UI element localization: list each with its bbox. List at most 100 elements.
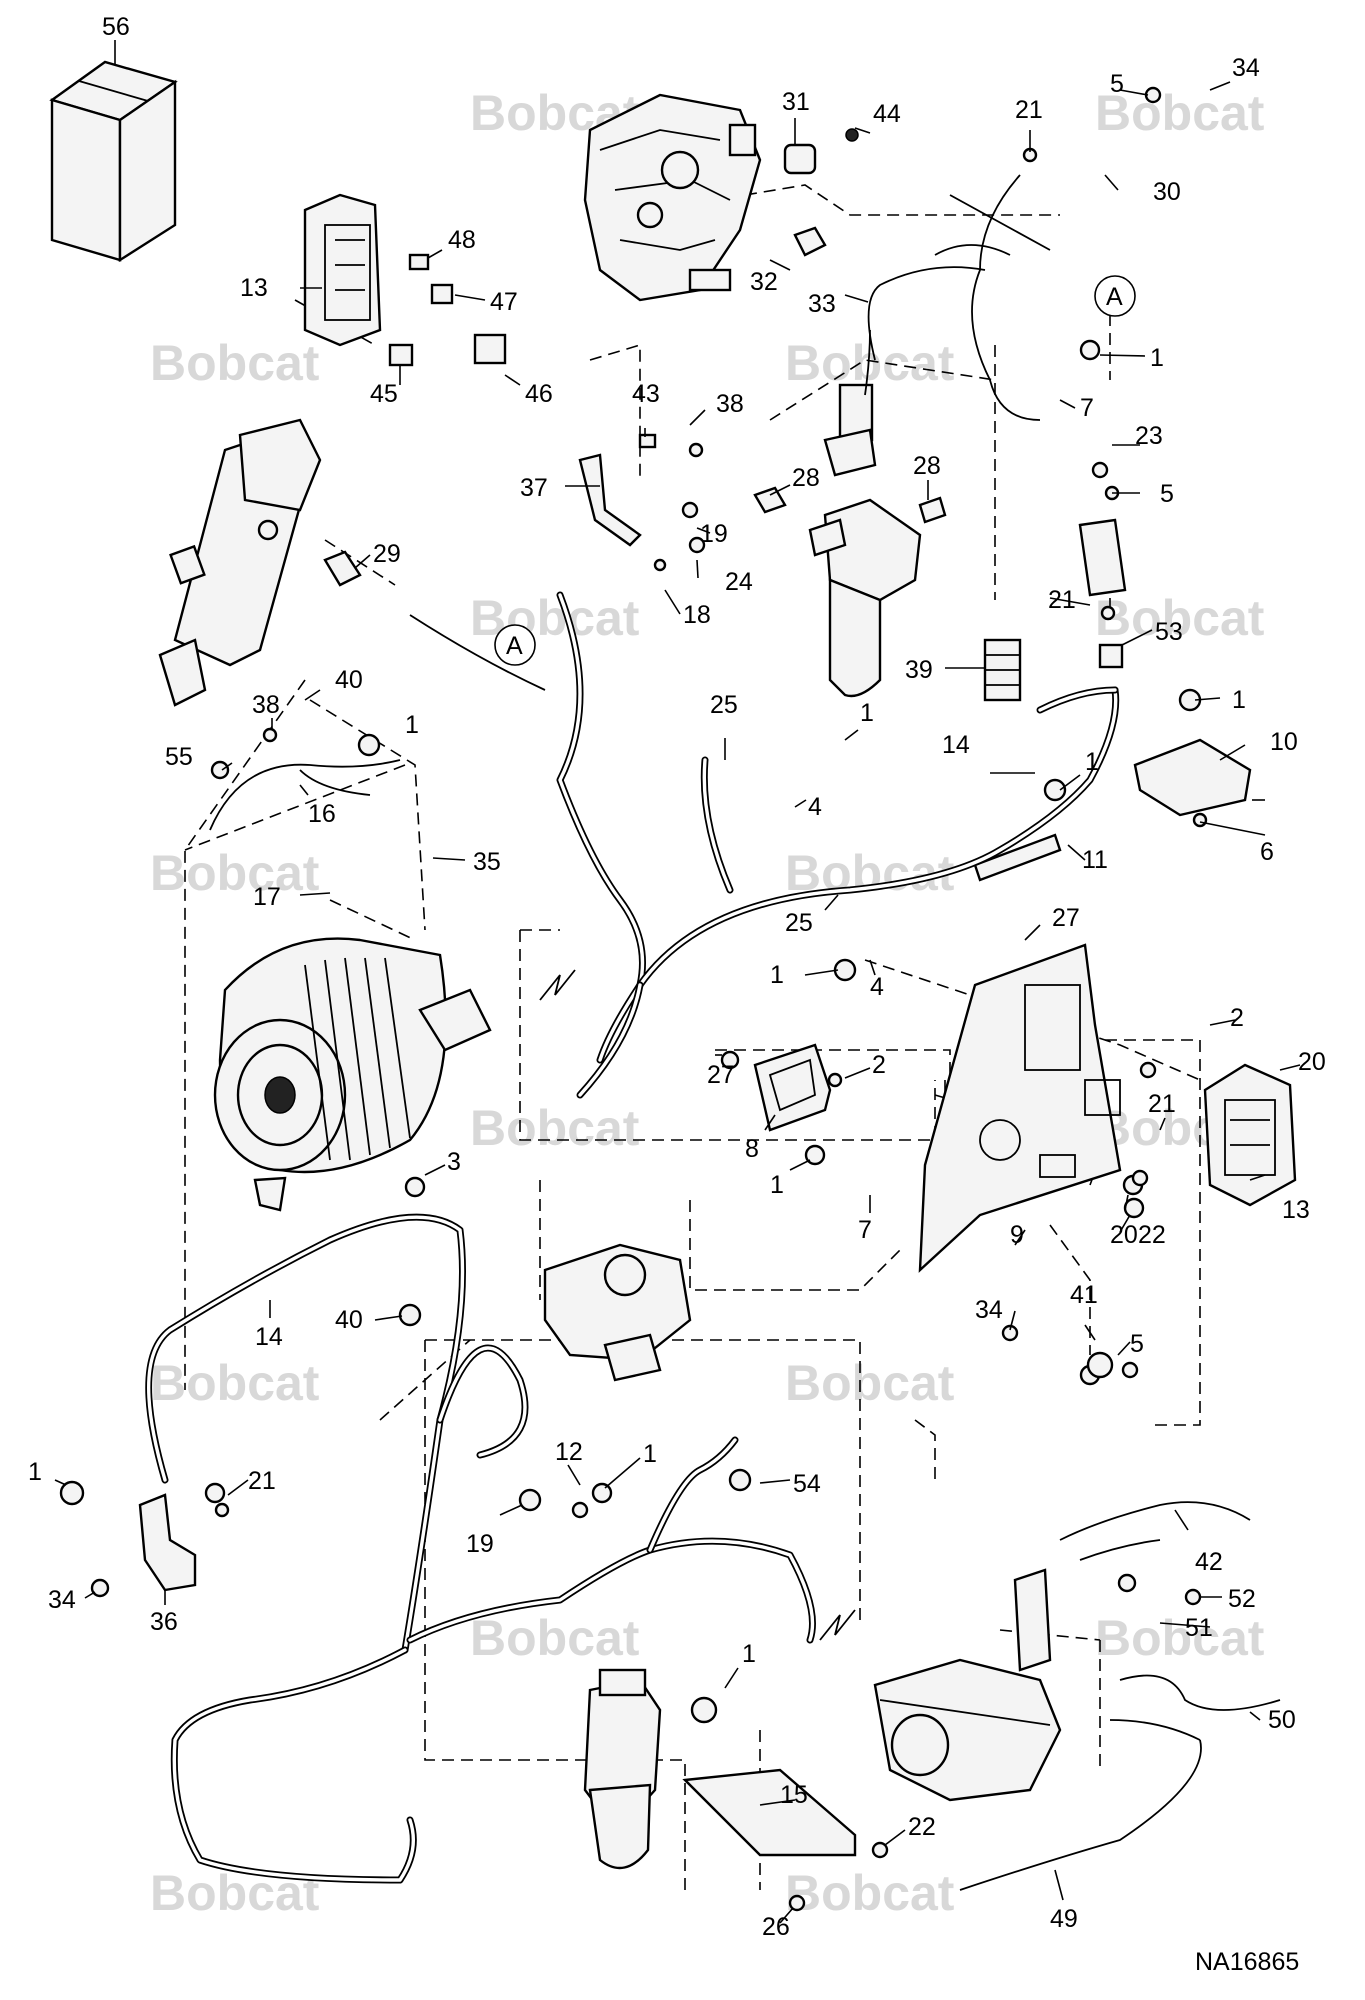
callout-1-h: 1 — [643, 1440, 657, 1468]
callout-5: 5 — [1110, 70, 1124, 98]
bracket-icon — [1133, 738, 1252, 817]
callout-34: 34 — [1232, 54, 1260, 82]
harness-49-50 — [959, 1674, 1281, 1891]
callout-1-e: 1 — [1085, 748, 1099, 776]
starter-motor-icon — [873, 1568, 1062, 1802]
callout-50: 50 — [1268, 1706, 1296, 1734]
callout-6: 6 — [1260, 838, 1274, 866]
callout-37: 37 — [520, 474, 548, 502]
cover-plate-icon — [682, 1768, 857, 1857]
callout-17: 17 — [253, 883, 281, 911]
reference-a-top: A — [1094, 275, 1136, 317]
callout-34-b: 34 — [975, 1296, 1003, 1324]
callout-34-c: 34 — [48, 1586, 76, 1614]
callout-52: 52 — [1228, 1585, 1256, 1613]
watermark-layer: Bobcat Bobcat Bobcat Bobcat Bobcat Bobca… — [150, 85, 1265, 1921]
callout-24: 24 — [725, 568, 753, 596]
callout-51: 51 — [1185, 1614, 1213, 1642]
fasteners — [59, 86, 1208, 1912]
callout-29: 29 — [373, 540, 401, 568]
callout-38: 38 — [716, 390, 744, 418]
callout-3: 3 — [447, 1148, 461, 1176]
connector-bar-icon — [973, 833, 1062, 882]
callout-22: 22 — [1138, 1221, 1166, 1249]
callout-11: 11 — [1082, 846, 1108, 874]
reference-a-mid: A — [494, 624, 536, 666]
harness-a-link — [409, 614, 546, 691]
callout-40: 40 — [335, 666, 363, 694]
sensor-icon — [323, 550, 362, 587]
callout-31: 31 — [782, 88, 810, 116]
callout-19: 19 — [700, 520, 728, 548]
callout-1-d: 1 — [405, 711, 419, 739]
callout-13: 13 — [240, 274, 268, 302]
callout-1-b: 1 — [860, 699, 874, 727]
callout-1-j: 1 — [742, 1640, 756, 1668]
callout-27-b: 27 — [707, 1061, 735, 1089]
callout-46: 46 — [525, 380, 553, 408]
watermark: Bobcat — [470, 1610, 640, 1666]
relay-block-icon — [983, 638, 1124, 702]
callout-28-right: 28 — [913, 452, 941, 480]
callout-8: 8 — [745, 1135, 759, 1163]
callout-1: 1 — [1150, 344, 1164, 372]
callout-21-c: 21 — [248, 1467, 276, 1495]
bracket-icon — [578, 433, 657, 547]
callout-36: 36 — [150, 1608, 178, 1636]
watermark: Bobcat — [1095, 1610, 1265, 1666]
callout-20: 20 — [1298, 1048, 1326, 1076]
callout-42: 42 — [1195, 1548, 1223, 1576]
callout-45: 45 — [370, 380, 398, 408]
watermark: Bobcat — [785, 1865, 955, 1921]
callout-14-b: 14 — [255, 1323, 283, 1351]
alternator-icon — [213, 937, 492, 1212]
harness-33 — [864, 174, 1051, 421]
watermark: Bobcat — [150, 335, 320, 391]
air-compressor-icon — [543, 1243, 692, 1382]
callout-33: 33 — [808, 290, 836, 318]
bracket-icon — [1078, 518, 1127, 597]
callout-23: 23 — [1135, 422, 1163, 450]
callout-13-right: 13 — [1282, 1196, 1310, 1224]
callout-4: 4 — [808, 793, 822, 821]
callout-26: 26 — [762, 1913, 790, 1941]
callout-labels: 56 31 44 21 5 34 30 48 13 47 32 33 45 46… — [28, 13, 1326, 1941]
break-lines — [539, 969, 856, 1641]
controller-module-icon — [303, 193, 507, 367]
watermark: Bobcat — [150, 845, 320, 901]
callout-28-left: 28 — [792, 464, 820, 492]
watermark: Bobcat — [470, 590, 640, 646]
callout-48: 48 — [448, 226, 476, 254]
callout-14: 14 — [942, 731, 970, 759]
callout-55: 55 — [165, 743, 193, 771]
callout-21: 21 — [1015, 96, 1043, 124]
callout-2-b: 2 — [872, 1051, 886, 1079]
callout-22-b: 22 — [908, 1813, 936, 1841]
valve-block-icon — [583, 93, 762, 302]
callout-15: 15 — [780, 1781, 808, 1809]
callout-5-b: 5 — [1130, 1330, 1144, 1358]
callout-12: 12 — [555, 1438, 583, 1466]
callout-40-b: 40 — [335, 1306, 363, 1334]
callout-2: 2 — [1230, 1004, 1244, 1032]
callout-5-right: 5 — [1160, 480, 1174, 508]
callout-39: 39 — [905, 656, 933, 684]
callout-9: 9 — [1010, 1221, 1024, 1249]
watermark: Bobcat — [1095, 85, 1265, 141]
callout-21-b: 21 — [1148, 1090, 1176, 1118]
callout-27: 27 — [1052, 904, 1080, 932]
watermark: Bobcat — [1095, 590, 1265, 646]
callout-54: 54 — [793, 1470, 821, 1498]
callout-7: 7 — [1080, 394, 1094, 422]
callout-38-left: 38 — [252, 691, 280, 719]
callout-35: 35 — [473, 848, 501, 876]
callout-44: 44 — [873, 100, 901, 128]
callout-4-b: 4 — [870, 973, 884, 1001]
connector-frame-icon — [753, 1043, 832, 1132]
fuel-filter-icon — [583, 1668, 662, 1870]
bracket-icon — [138, 1493, 197, 1592]
controller-module-icon — [1203, 1063, 1297, 1207]
callout-1-f: 1 — [770, 961, 784, 989]
callout-7-b: 7 — [858, 1216, 872, 1244]
callout-16: 16 — [308, 800, 336, 828]
